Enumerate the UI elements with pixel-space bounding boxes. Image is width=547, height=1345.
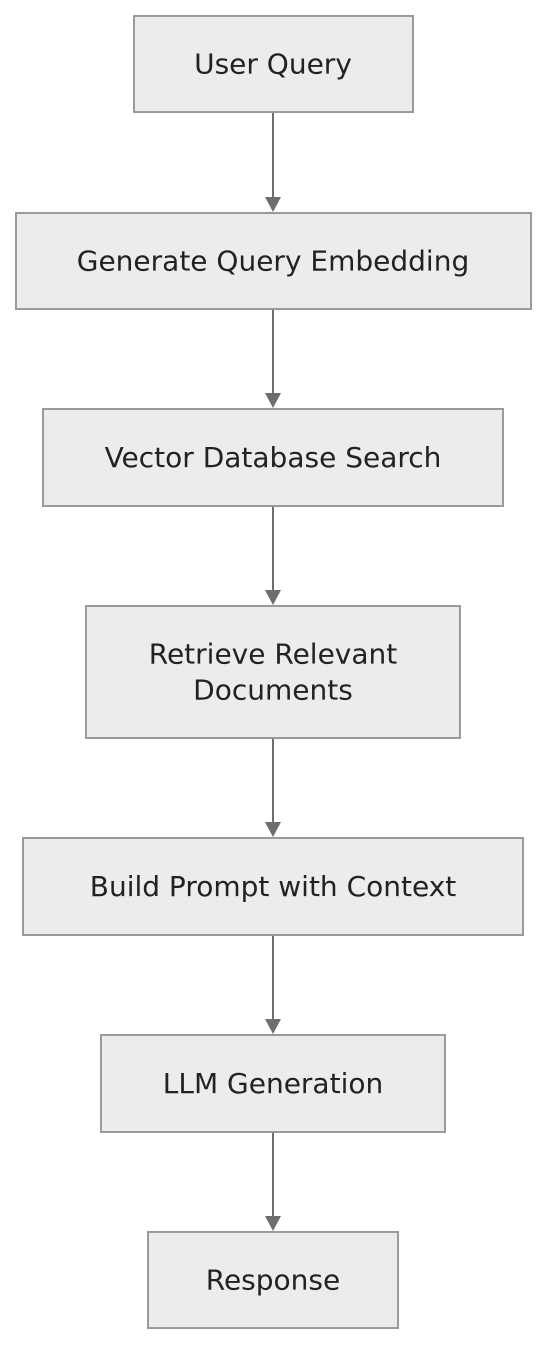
node-label: LLM Generation	[163, 1067, 383, 1100]
node-label: Vector Database Search	[105, 441, 442, 474]
node-box	[22, 837, 524, 936]
node-label: Generate Query Embedding	[77, 245, 469, 278]
node-box	[100, 1034, 446, 1133]
edge-arrow	[265, 506, 281, 605]
arrowhead-icon	[265, 822, 281, 837]
arrowhead-icon	[265, 590, 281, 605]
edge-arrow	[265, 738, 281, 837]
node-box	[42, 408, 504, 507]
node-label: Build Prompt with Context	[90, 870, 457, 903]
node-label: Documents	[193, 674, 353, 707]
edge-arrow	[265, 112, 281, 212]
arrowhead-icon	[265, 1216, 281, 1231]
node-llm-generation: LLM Generation	[100, 1034, 446, 1133]
edge-arrow	[265, 309, 281, 408]
node-generate-query-embedding: Generate Query Embedding	[15, 212, 532, 310]
arrowhead-icon	[265, 1019, 281, 1034]
node-box	[15, 212, 532, 310]
node-box	[147, 1231, 399, 1329]
node-build-prompt-with-context: Build Prompt with Context	[22, 837, 524, 936]
flowchart-edges	[265, 112, 281, 1231]
node-box	[133, 15, 414, 113]
edge-arrow	[265, 935, 281, 1034]
node-user-query: User Query	[133, 15, 414, 113]
node-vector-database-search: Vector Database Search	[42, 408, 504, 507]
node-response: Response	[147, 1231, 399, 1329]
node-label: User Query	[194, 48, 352, 81]
edge-arrow	[265, 1132, 281, 1231]
node-box	[85, 605, 461, 739]
node-label: Response	[206, 1264, 340, 1297]
arrowhead-icon	[265, 197, 281, 212]
node-label: Retrieve Relevant	[149, 638, 398, 671]
arrowhead-icon	[265, 393, 281, 408]
